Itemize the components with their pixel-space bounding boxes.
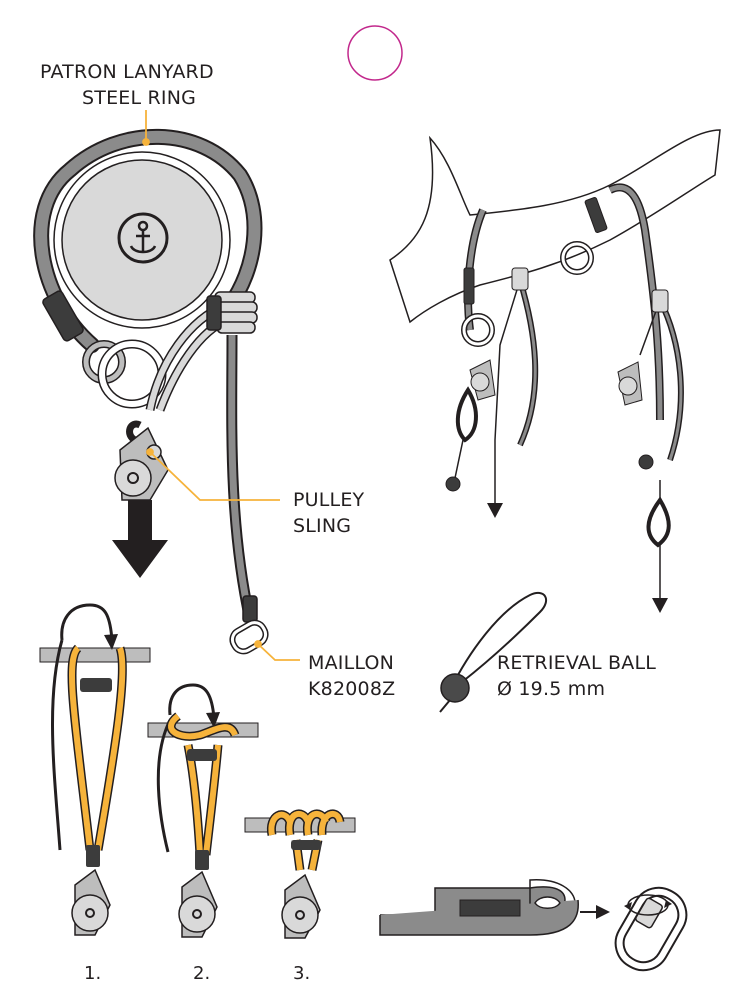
pulley-label: PULLEY: [293, 489, 365, 511]
maillon-code-label: K82008Z: [308, 678, 396, 700]
anchor-icon: [117, 212, 169, 264]
rope-end-detail: [379, 879, 610, 936]
tree-branch: [389, 129, 721, 324]
step-3: [244, 809, 356, 939]
retrieval-ball-label: RETRIEVAL BALL: [497, 652, 657, 674]
tree-scene: [389, 129, 721, 613]
maillon: [229, 619, 269, 655]
retrieval-ball-size-label: Ø 19.5 mm: [497, 678, 606, 700]
maillon-label: MAILLON: [308, 652, 395, 674]
maillon-detail: [614, 886, 688, 972]
pulley: [114, 420, 169, 501]
main-assembly: [33, 128, 269, 655]
step-2-label: 2.: [193, 963, 211, 984]
step-3-label: 3.: [293, 963, 311, 984]
sling-label: SLING: [293, 515, 352, 537]
marker-circle: [347, 25, 403, 81]
step-2: [147, 683, 259, 938]
leader-lines: [142, 110, 300, 661]
load-arrow: [112, 500, 168, 578]
step-1-label: 1.: [84, 963, 102, 984]
knot-coils: [206, 291, 258, 334]
step-1: [39, 603, 151, 936]
lanyard-label-1: PATRON LANYARD: [40, 61, 214, 83]
lanyard-label-2: STEEL RING: [82, 87, 197, 109]
retrieval-ball: [439, 592, 548, 713]
